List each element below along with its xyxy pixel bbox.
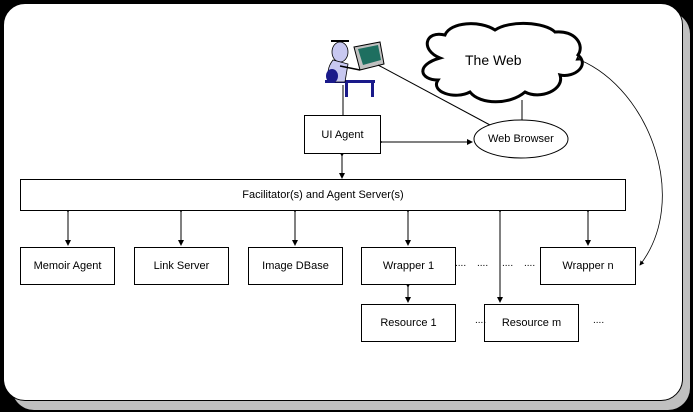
resource-1-box[interactable]: Resource 1: [361, 304, 456, 342]
resource-m-box[interactable]: Resource m: [484, 304, 579, 342]
facilitator-box[interactable]: Facilitator(s) and Agent Server(s): [20, 179, 626, 211]
ellipsis-4: ....: [524, 258, 536, 269]
ui-agent-box[interactable]: UI Agent: [304, 115, 381, 154]
ellipsis-1: ....: [455, 258, 467, 269]
web-browser-label[interactable]: Web Browser: [488, 133, 554, 145]
web-wrappern-curve: [575, 56, 663, 266]
link-server-box[interactable]: Link Server: [134, 247, 229, 285]
ellipsis-2: ....: [477, 258, 489, 269]
ellipsis-5: ....: [475, 315, 487, 326]
wrapper-1-box[interactable]: Wrapper 1: [361, 247, 456, 285]
computer-to-browser-line: [377, 64, 491, 126]
wrapper-n-box[interactable]: Wrapper n: [540, 247, 636, 285]
web-cloud-label: The Web: [465, 52, 522, 68]
web-browser-ellipse: [473, 119, 569, 159]
image-dbase-box[interactable]: Image DBase: [248, 247, 343, 285]
user-computer-icon: [325, 40, 385, 97]
ellipsis-3: ....: [502, 258, 514, 269]
memoir-agent-box[interactable]: Memoir Agent: [20, 247, 115, 285]
ellipsis-6: ....: [593, 315, 605, 326]
